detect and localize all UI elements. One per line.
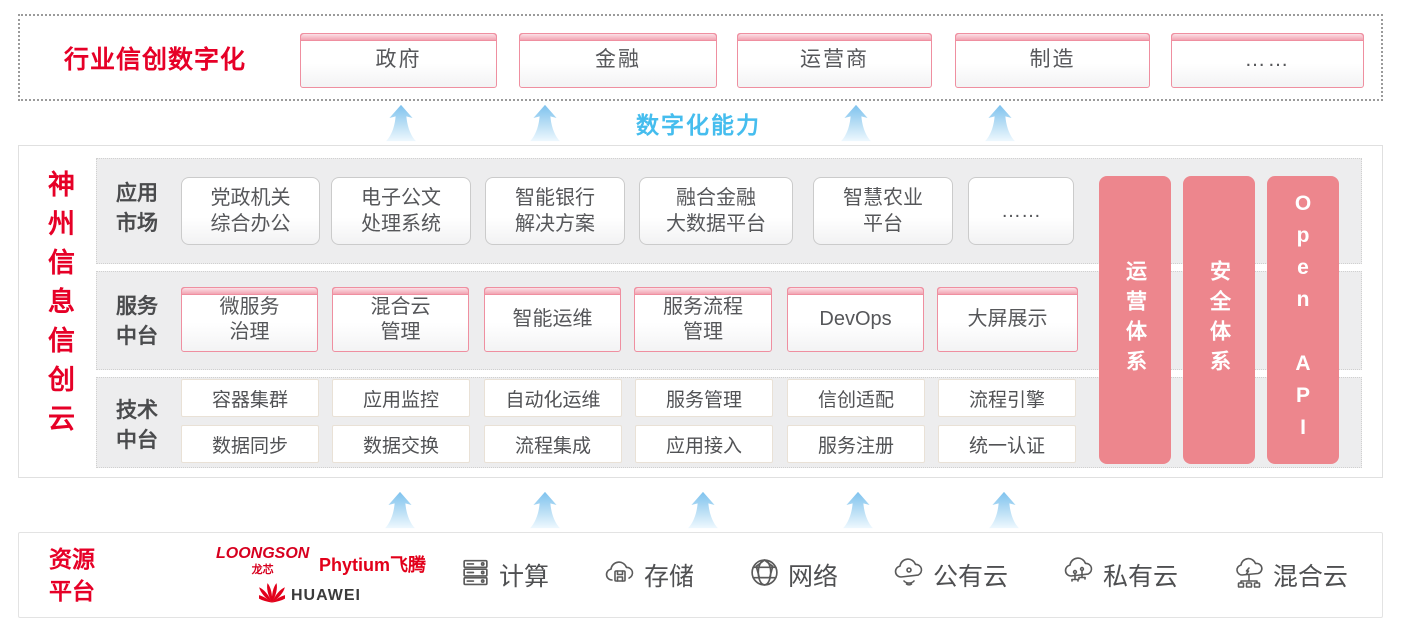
tech-card: 数据同步 [181, 425, 319, 463]
sidebar-operation-system: 运营体系 [1099, 176, 1171, 464]
up-arrow-icon [383, 104, 419, 142]
resource-item-label: 网络 [787, 563, 838, 591]
app-card: 融合金融 大数据平台 [639, 177, 793, 245]
server-icon [459, 556, 492, 594]
platform-box: 神州信息信创云 应用 市场 服务 中台 技术 中台 党政机关 综合办公 电子公文… [18, 145, 1383, 478]
resource-item-storage: 存储 [603, 557, 694, 594]
industry-card-more: …… [1171, 33, 1364, 88]
service-card: 服务流程 管理 [634, 287, 772, 352]
up-arrow-icon [986, 491, 1022, 529]
sidebar-security-label: 安全体系 [1207, 260, 1231, 380]
app-card: 电子公文 处理系统 [331, 177, 471, 245]
loongson-logo-text: LOONGSON [216, 545, 310, 562]
network-icon [748, 556, 781, 594]
tech-card: 信创适配 [787, 379, 925, 417]
up-arrow-icon [982, 104, 1018, 142]
platform-title: 神州信息信创云 [44, 170, 74, 443]
resource-item-hybrid-cloud: 混合云 [1232, 557, 1348, 594]
resource-items: 计算 存储 网络 [459, 533, 1348, 617]
industry-card-government: 政府 [300, 33, 497, 88]
hybrid-cloud-icon [1232, 557, 1266, 594]
resource-item-public-cloud: 公有云 [892, 557, 1008, 594]
service-middle-label: 服务 中台 [116, 295, 158, 349]
up-arrow-icon [527, 104, 563, 142]
resource-item-network: 网络 [748, 556, 838, 594]
public-cloud-icon [892, 557, 926, 594]
tech-card: 应用接入 [635, 425, 773, 463]
sidebar-security-system: 安全体系 [1183, 176, 1255, 464]
app-card-more: …… [968, 177, 1074, 245]
capability-label: 数字化能力 [636, 112, 761, 138]
up-arrow-icon [685, 491, 721, 529]
industry-card-finance: 金融 [519, 33, 717, 88]
resource-item-private-cloud: 私有云 [1062, 556, 1178, 594]
resource-item-compute: 计算 [459, 556, 549, 594]
tech-card: 数据交换 [332, 425, 470, 463]
industry-card-operator: 运营商 [737, 33, 932, 88]
tech-middle-label: 技术 中台 [116, 399, 158, 453]
up-arrow-icon [527, 491, 563, 529]
sidebar-open-api: Open API [1267, 176, 1339, 464]
resource-item-label: 存储 [643, 563, 694, 591]
tech-card: 流程集成 [484, 425, 622, 463]
tech-card: 应用监控 [332, 379, 470, 417]
phytium-logo: Phytium飞腾 [319, 555, 427, 575]
resource-item-label: 私有云 [1102, 563, 1178, 591]
up-arrow-icon [382, 491, 418, 529]
service-card: 微服务 治理 [181, 287, 318, 352]
huawei-flower-icon [253, 581, 291, 610]
up-arrow-icon [840, 491, 876, 529]
industry-card-manufacturing: 制造 [955, 33, 1150, 88]
storage-cloud-icon [603, 557, 637, 594]
sidebar-operation-label: 运营体系 [1123, 260, 1147, 380]
resource-platform-panel: 资源 平台 LOONGSON 龙芯 Phytium飞腾 HUAWEI [18, 532, 1383, 618]
app-market-label: 应用 市场 [116, 182, 158, 236]
huawei-logo: HUAWEI [253, 581, 361, 610]
private-cloud-icon [1062, 556, 1096, 594]
resource-item-label: 公有云 [932, 563, 1008, 591]
app-card: 智能银行 解决方案 [485, 177, 625, 245]
resource-platform-title: 资源 平台 [49, 545, 95, 604]
app-card: 党政机关 综合办公 [181, 177, 320, 245]
huawei-logo-text: HUAWEI [291, 586, 361, 604]
loongson-logo: LOONGSON 龙芯 [216, 545, 309, 577]
service-card: 混合云 管理 [332, 287, 469, 352]
loongson-logo-subtext: 龙芯 [251, 564, 274, 576]
up-arrow-icon [838, 104, 874, 142]
industry-banner-title: 行业信创数字化 [64, 45, 247, 74]
service-card: 大屏展示 [937, 287, 1078, 352]
resource-item-label: 计算 [499, 563, 550, 591]
tech-card: 服务管理 [635, 379, 773, 417]
tech-card: 服务注册 [787, 425, 925, 463]
resource-item-label: 混合云 [1272, 563, 1348, 591]
industry-banner: 行业信创数字化 政府 金融 运营商 制造 …… [18, 14, 1383, 101]
tech-card: 流程引擎 [938, 379, 1076, 417]
sidebar-open-api-label: Open API [1291, 192, 1315, 448]
tech-card: 自动化运维 [484, 379, 622, 417]
service-card: DevOps [787, 287, 924, 352]
app-card: 智慧农业 平台 [813, 177, 953, 245]
tech-card: 统一认证 [938, 425, 1076, 463]
tech-card: 容器集群 [181, 379, 319, 417]
service-card: 智能运维 [484, 287, 621, 352]
